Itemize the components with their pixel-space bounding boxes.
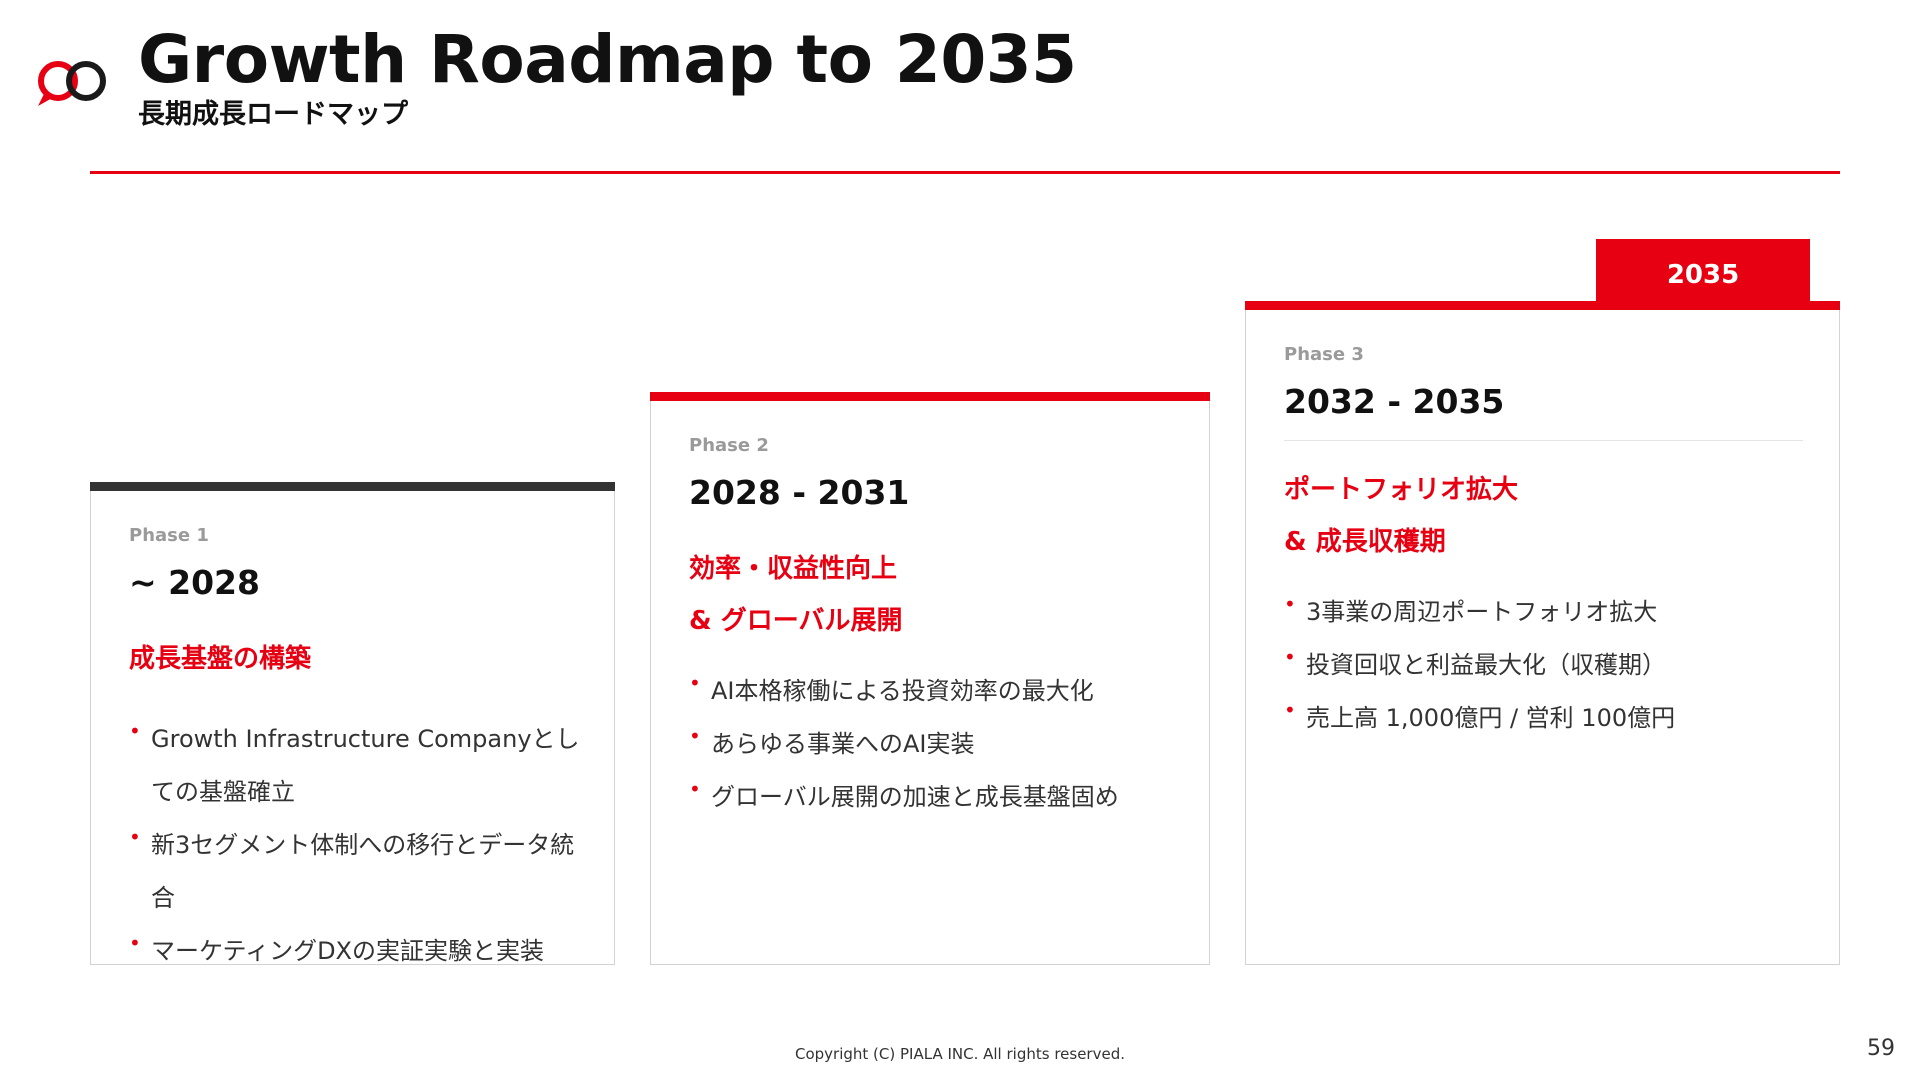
bullet-icon: • xyxy=(129,825,141,849)
bullet-icon: • xyxy=(1284,592,1296,616)
bullet-icon: • xyxy=(689,671,701,695)
phase-items: •AI本格稼働による投資効率の最大化 •あらゆる事業へのAI実装 •グローバル展… xyxy=(689,665,1189,824)
bullet-icon: • xyxy=(129,931,141,955)
phase-1-card: Phase 1 ~ 2028 成長基盤の構築 •Growth Infrastru… xyxy=(90,482,615,965)
target-year-tab: 2035 xyxy=(1596,239,1810,304)
bullet-icon: • xyxy=(1284,645,1296,669)
phase-heading: ポートフォリオ拡大 & 成長収穫期 xyxy=(1284,475,1519,557)
phase-label: Phase 2 xyxy=(689,435,769,456)
list-item: •AI本格稼働による投資効率の最大化 xyxy=(689,665,1189,718)
list-item: •新3セグメント体制への移行とデータ統合 xyxy=(129,819,589,925)
phase-items: •Growth Infrastructure Companyとしての基盤確立 •… xyxy=(129,713,589,978)
page-number: 59 xyxy=(1867,1036,1895,1061)
phase-divider xyxy=(1284,440,1803,441)
list-item: •グローバル展開の加速と成長基盤固め xyxy=(689,771,1189,824)
list-item: •マーケティングDXの実証実験と実装 xyxy=(129,925,589,978)
list-item: •あらゆる事業へのAI実装 xyxy=(689,718,1189,771)
phase-2-bar xyxy=(650,392,1210,401)
bullet-icon: • xyxy=(689,724,701,748)
list-item: •Growth Infrastructure Companyとしての基盤確立 xyxy=(129,713,589,819)
phase-heading: 効率・収益性向上 & グローバル展開 xyxy=(689,554,903,636)
phase-years: 2028 - 2031 xyxy=(689,473,910,512)
phase-label: Phase 3 xyxy=(1284,344,1364,365)
copyright: Copyright (C) PIALA INC. All rights rese… xyxy=(795,1045,1125,1063)
phase-years: 2032 - 2035 xyxy=(1284,382,1505,421)
bullet-icon: • xyxy=(129,719,141,743)
phase-heading: 成長基盤の構築 xyxy=(129,644,312,674)
bullet-icon: • xyxy=(689,777,701,801)
title-divider xyxy=(90,171,1840,174)
phase-1-bar xyxy=(90,482,615,491)
list-item: •3事業の周辺ポートフォリオ拡大 xyxy=(1284,586,1824,639)
company-logo xyxy=(38,61,106,106)
phase-3-bar xyxy=(1245,301,1840,310)
list-item: •投資回収と利益最大化（収穫期） xyxy=(1284,639,1824,692)
list-item: •売上高 1,000億円 / 営利 100億円 xyxy=(1284,692,1824,745)
phase-years: ~ 2028 xyxy=(129,563,260,602)
phase-items: •3事業の周辺ポートフォリオ拡大 •投資回収と利益最大化（収穫期） •売上高 1… xyxy=(1284,586,1824,745)
phase-3-card: Phase 3 2032 - 2035 ポートフォリオ拡大 & 成長収穫期 •3… xyxy=(1245,301,1840,965)
page-title: Growth Roadmap to 2035 xyxy=(138,21,1077,98)
bullet-icon: • xyxy=(1284,698,1296,722)
phase-2-card: Phase 2 2028 - 2031 効率・収益性向上 & グローバル展開 •… xyxy=(650,392,1210,965)
phase-label: Phase 1 xyxy=(129,525,209,546)
page-subtitle: 長期成長ロードマップ xyxy=(138,99,408,130)
